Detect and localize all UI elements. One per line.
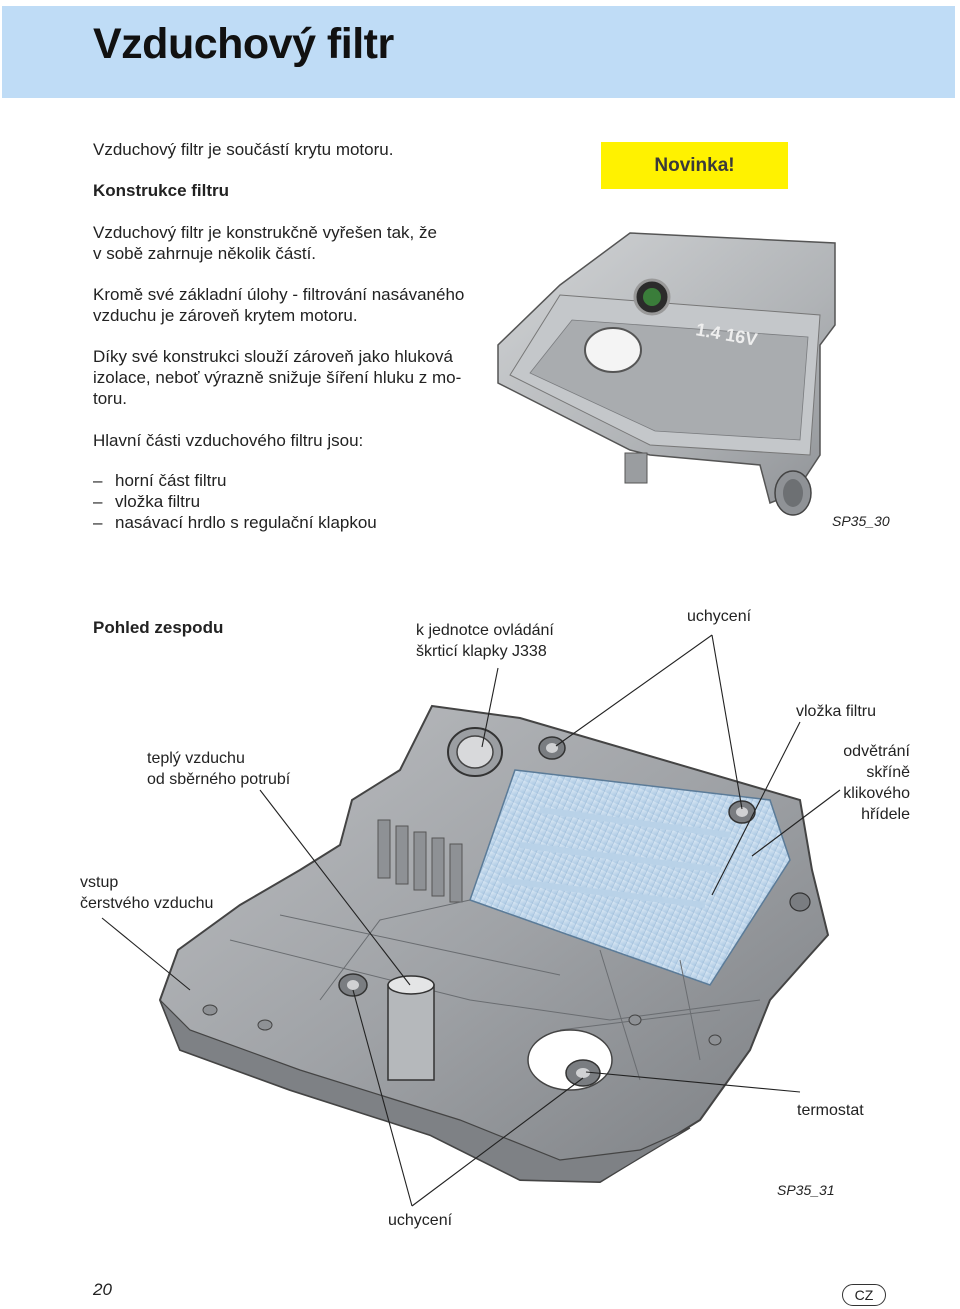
leader-line [711,634,743,810]
intro-text: Vzduchový filtr je součástí krytu motoru… [93,140,394,159]
list-item-label: horní část filtru [115,471,227,490]
section-heading: Konstrukce filtru [93,181,230,200]
page-title: Vzduchový filtr [93,20,394,68]
leader-line [411,1077,584,1207]
figure-caption: SP35_31 [777,1182,835,1198]
paragraph-2-line: Kromě své základní úlohy - filtrování na… [93,285,465,304]
warm-air-label: teplý vzduchu od sběrného potrubí [147,748,290,790]
warm-air-label-line: od sběrného potrubí [147,771,291,788]
dash: – [93,471,103,490]
paragraph-3-line: toru. [93,389,128,408]
crankcase-vent-label-line: hřídele [861,806,910,823]
engine-cover-illustration: 1.4 16V [497,232,836,516]
crankcase-vent-label-line: odvětrání [843,743,910,760]
figure-caption: SP35_30 [832,513,890,529]
throttle-label-line: k jednotce ovládání [416,622,554,639]
paragraph-3-line: Díky své konstrukci slouží zároveň jako … [93,347,453,366]
list-item-label: vložka filtru [115,492,201,511]
view-heading: Pohled zespodu [93,618,224,637]
paragraph-1-line: v sobě zahrnuje několik částí. [93,244,317,263]
leader-line [711,721,801,896]
fresh-air-label-line: vstup [80,874,119,891]
list-item: –horní část filtru [93,470,377,491]
leader-line [352,989,413,1207]
list-item: –vložka filtru [93,491,377,512]
mount-label-top: uchycení [687,608,752,625]
paragraph-1: Vzduchový filtr je konstrukčně vyřešen t… [93,222,437,264]
country-badge: CZ [842,1284,886,1306]
paragraph-3: Díky své konstrukci slouží zároveň jako … [93,346,461,409]
leader-line [585,1071,801,1093]
leader-line [101,917,191,991]
warm-air-label-line: teplý vzduchu [147,750,245,767]
title-band [2,6,955,98]
filter-insert-label: vložka filtru [796,703,877,720]
list-item-label: nasávací hrdlo s regulační klapkou [115,513,377,532]
new-badge: Novinka! [601,142,788,189]
leader-line [481,667,499,748]
throttle-label: k jednotce ovládání škrticí klapky J338 [416,620,554,662]
fresh-air-label: vstup čerstvého vzduchu [80,872,213,914]
dash: – [93,492,103,511]
parts-list: –horní část filtru –vložka filtru –nasáv… [93,470,377,533]
list-item: –nasávací hrdlo s regulační klapkou [93,512,377,533]
thermostat-label: termostat [797,1102,864,1119]
paragraph-2: Kromě své základní úlohy - filtrování na… [93,284,464,326]
fresh-air-label-line: čerstvého vzduchu [80,895,214,912]
leader-line [259,789,411,986]
parts-intro: Hlavní části vzduchového filtru jsou: [93,431,364,450]
leader-line [555,634,713,747]
dash: – [93,513,103,532]
crankcase-vent-label-line: klikového [843,785,910,802]
paragraph-1-line: Vzduchový filtr je konstrukčně vyřešen t… [93,223,437,242]
paragraph-2-line: vzduchu je zároveň krytem motoru. [93,306,358,325]
crankcase-vent-label: odvětrání skříně klikového hřídele [820,741,910,825]
mount-label-bottom: uchycení [388,1212,453,1229]
throttle-label-line: škrticí klapky J338 [416,643,547,660]
crankcase-vent-label-line: skříně [866,764,910,781]
paragraph-3-line: izolace, neboť výrazně snižuje šíření hl… [93,368,462,387]
leader-line [751,789,841,857]
page-number: 20 [93,1280,112,1299]
